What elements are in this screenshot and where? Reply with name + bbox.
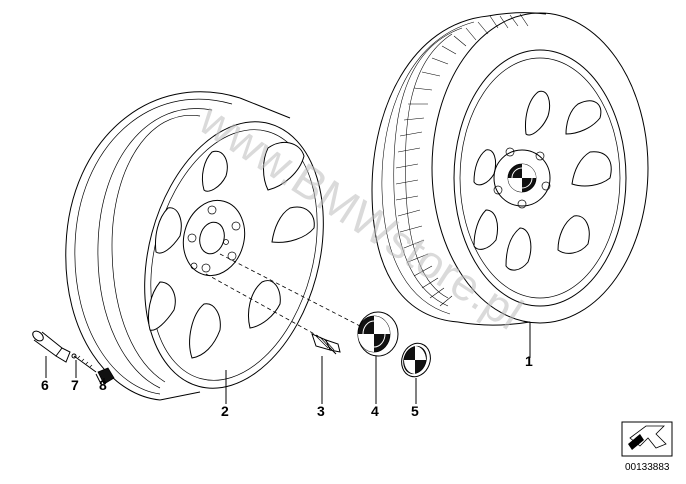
alloy-rim-drawing (65, 91, 324, 401)
document-number: 00133883 (625, 462, 670, 473)
callout-8: 8 (99, 377, 107, 393)
callout-4: 4 (371, 403, 379, 419)
tread-grooves (395, 13, 529, 307)
hub-cap-drawing (357, 311, 399, 357)
complete-wheel-with-tyre-drawing (371, 12, 649, 326)
wheel-bolt-drawing (311, 333, 341, 355)
callout-2: 2 (221, 403, 229, 419)
bmw-emblem-drawing (401, 342, 431, 378)
callout-7: 7 (71, 377, 79, 393)
leader-lines (45, 253, 531, 404)
valve-drawing (32, 330, 71, 363)
callout-1: 1 (525, 353, 533, 369)
callout-3: 3 (317, 403, 325, 419)
callout-5: 5 (411, 403, 419, 419)
valve-cap-drawing (95, 367, 115, 385)
callout-6: 6 (41, 377, 49, 393)
document-number-badge (621, 421, 673, 457)
valve-core-drawing (71, 353, 97, 373)
